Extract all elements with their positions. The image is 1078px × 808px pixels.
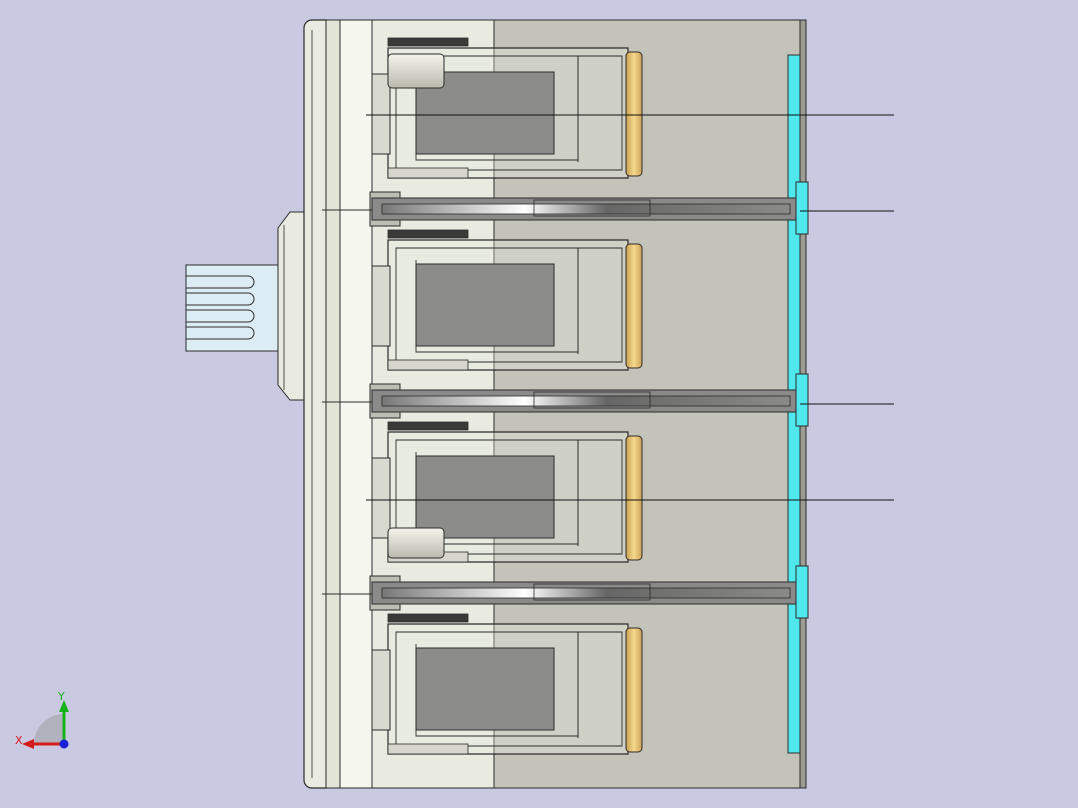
front-frame (303, 19, 373, 789)
terminal-gold (625, 243, 643, 369)
terminal-gold (625, 435, 643, 561)
barrier-tab (795, 373, 809, 427)
barrier-slot (381, 395, 791, 407)
barrier-3 (322, 565, 809, 619)
pole-4 (371, 613, 643, 755)
barrier-slot (381, 203, 791, 215)
barrier-tab (795, 181, 809, 235)
pole-window (415, 647, 555, 731)
pole-top-lip (387, 37, 469, 47)
barrier-2 (322, 373, 809, 427)
barrier-insert (533, 199, 651, 217)
pole-2 (371, 229, 643, 371)
pole-top-lip (387, 613, 469, 623)
triad-y-label: Y (57, 690, 65, 703)
knob-lower (387, 527, 445, 559)
pole-3 (371, 421, 643, 563)
pole-group (371, 37, 643, 755)
terminal-gold (625, 51, 643, 177)
leader-line-group (366, 114, 894, 501)
barrier-1 (322, 181, 809, 235)
pole-top-lip (387, 229, 469, 239)
pole-1 (371, 37, 643, 179)
knob-upper (387, 53, 445, 89)
pole-left-block (371, 265, 391, 347)
pole-left-block (371, 73, 391, 155)
barrier-tab (795, 565, 809, 619)
barrier-insert (533, 391, 651, 409)
pole-foot (387, 743, 469, 755)
coordinate-triad-icon: Y X (15, 690, 69, 749)
barrier-group (322, 181, 809, 619)
pole-top-lip (387, 421, 469, 431)
pole-foot (387, 167, 469, 179)
triad-x-label: X (15, 734, 23, 747)
barrier-insert (533, 583, 651, 601)
handle-grip-ribs (186, 275, 255, 340)
pole-left-block (371, 649, 391, 731)
barrier-slot (381, 587, 791, 599)
pole-bracket-inner (395, 55, 623, 171)
pole-bracket-inner (395, 439, 623, 555)
pole-left-block (371, 457, 391, 539)
pole-bracket-inner (395, 247, 623, 363)
pole-bracket-inner (395, 631, 623, 747)
pole-foot (387, 359, 469, 371)
pole-window (415, 455, 555, 539)
terminal-gold (625, 627, 643, 753)
pole-window (415, 263, 555, 347)
